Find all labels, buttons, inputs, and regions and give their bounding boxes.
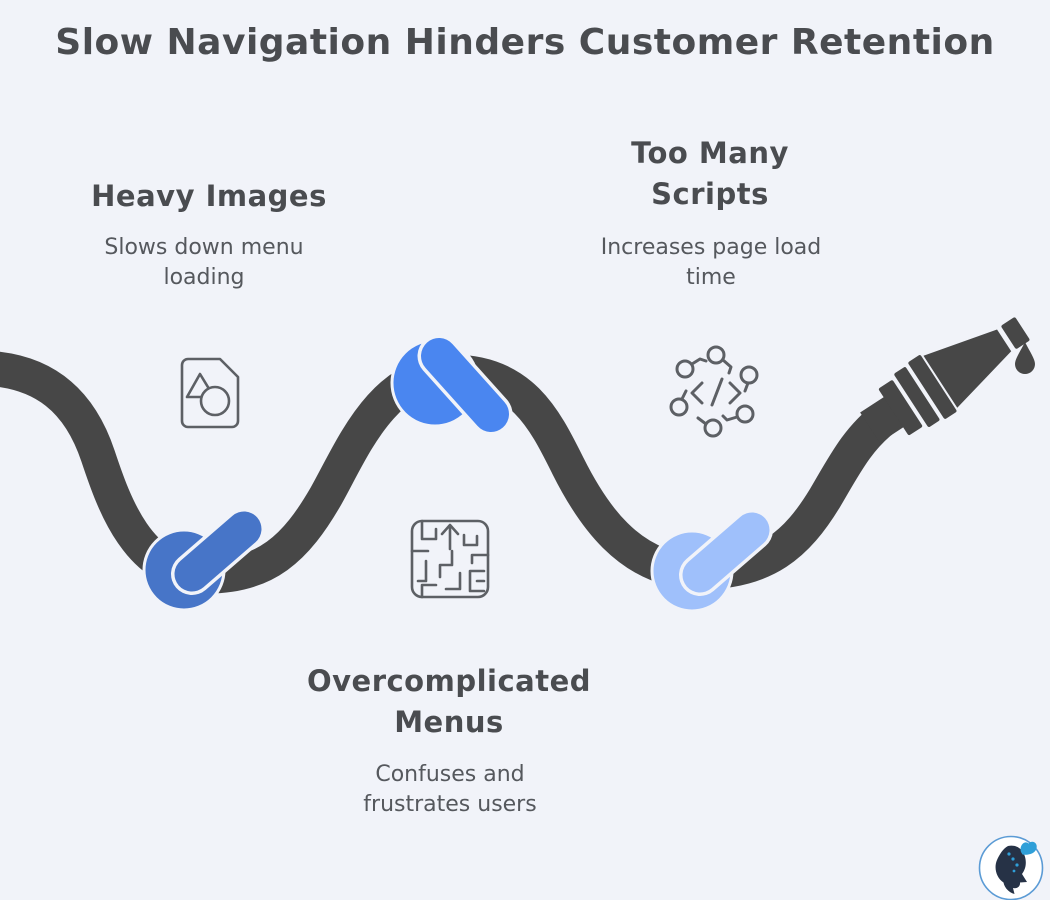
knot-heavy-images xyxy=(142,508,265,612)
brand-logo xyxy=(978,835,1044,900)
logo-hair-accents xyxy=(1007,852,1019,873)
description-heavy-images: Slows down menu loading xyxy=(104,235,304,290)
heading-heavy-images: Heavy Images xyxy=(91,179,327,213)
hose-nozzle xyxy=(860,317,1030,443)
knot-too-many-scripts xyxy=(650,509,773,613)
logo-head-silhouette xyxy=(995,845,1027,894)
maze-icon xyxy=(410,519,490,599)
page-title: Slow Navigation Hinders Customer Retenti… xyxy=(55,22,995,63)
logo-butterfly-icon xyxy=(1020,841,1037,855)
heading-too-many-scripts: Too Many Scripts xyxy=(631,136,789,211)
image-file-icon xyxy=(180,357,240,429)
code-scripts-icon xyxy=(669,345,759,438)
description-too-many-scripts: Increases page load time xyxy=(600,235,822,290)
knot-top xyxy=(390,334,513,436)
heading-overcomplicated-menus: Overcomplicated Menus xyxy=(306,664,592,739)
water-drop-icon xyxy=(1015,342,1035,374)
description-overcomplicated-menus: Confuses and frustrates users xyxy=(363,762,537,817)
